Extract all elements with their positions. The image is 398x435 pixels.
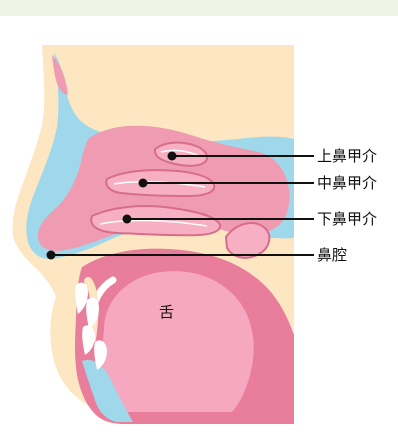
superior-turbinate-label: 上鼻甲介 (317, 147, 377, 165)
tongue-label: 舌 (159, 303, 174, 321)
nasal-cavity-label: 鼻腔 (317, 246, 347, 264)
inferior-turbinate-label: 下鼻甲介 (317, 210, 377, 228)
middle-turbinate-label: 中鼻甲介 (317, 174, 377, 192)
